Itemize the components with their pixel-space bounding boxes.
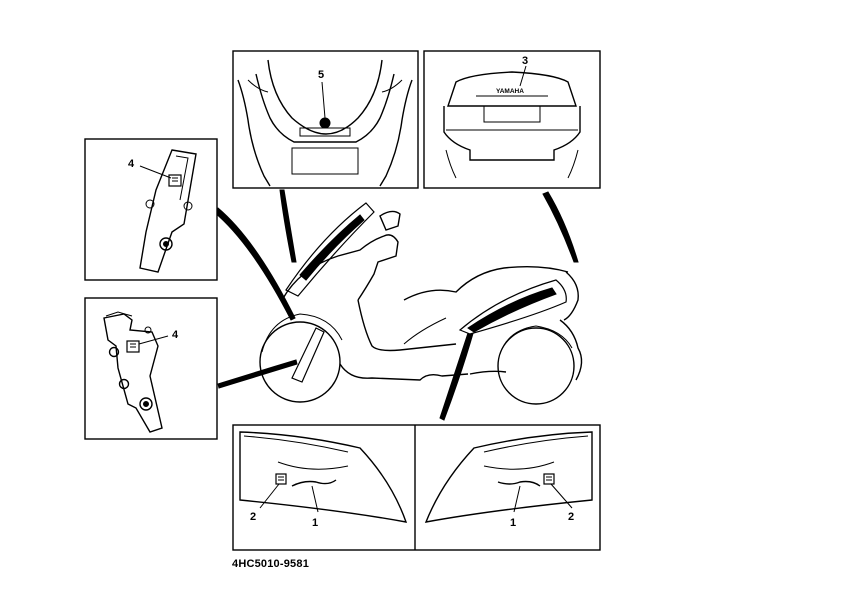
panel-front-view: 5 xyxy=(232,50,419,189)
callout-number: 2 xyxy=(568,511,574,523)
panel-fork-upper: 4 xyxy=(84,138,218,281)
callout-number: 3 xyxy=(522,55,528,67)
callout-number: 4 xyxy=(128,158,135,170)
panel-fork-lower: 4 xyxy=(84,297,218,440)
callout-number: 1 xyxy=(510,517,516,529)
callout-number: 2 xyxy=(250,511,256,523)
callout-number: 5 xyxy=(318,69,324,81)
callout-number: 4 xyxy=(172,329,179,341)
panel-side-covers: 2 1 1 2 xyxy=(232,424,601,551)
panel-rear-view: YAMAHA 3 xyxy=(423,50,601,189)
callout-number: 1 xyxy=(312,517,318,529)
scooter-illustration xyxy=(259,202,583,405)
figure-code: 4HC5010-9581 xyxy=(232,558,310,570)
brand-logo-text: YAMAHA xyxy=(496,88,524,95)
